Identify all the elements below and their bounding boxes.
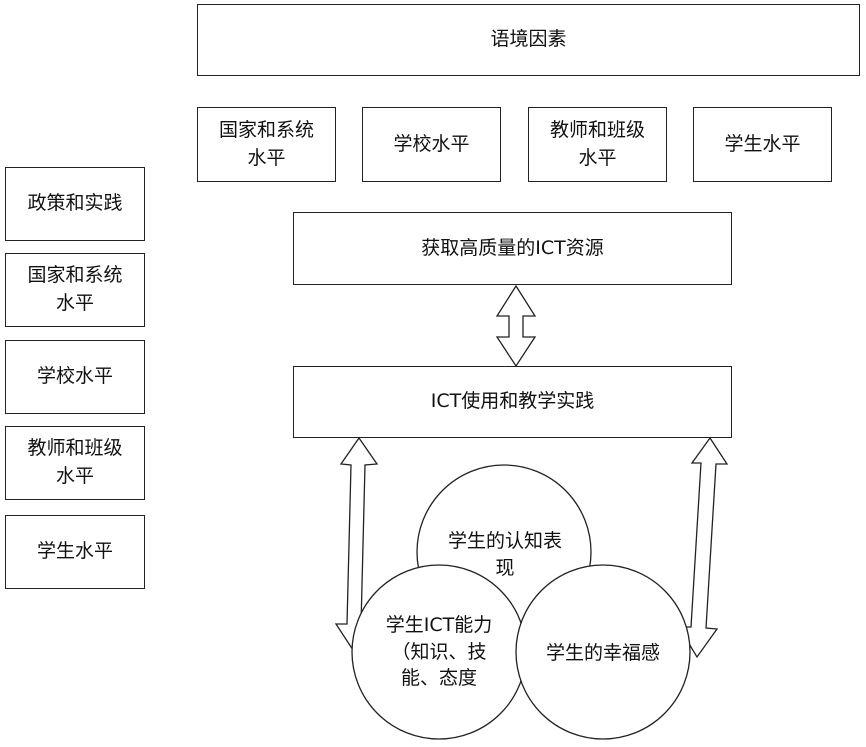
top-level-national-line1: 国家和系统 [218,118,314,141]
top-level-school-box: 学校水平 [362,107,501,182]
top-level-teacher-line2: 水平 [578,146,617,169]
sidebar-national-line1: 国家和系统 [27,264,123,287]
competence-line3: 能、态度 [400,667,477,690]
double-arrow-resources-use [495,284,537,368]
top-level-teacher-box: 教师和班级 水平 [528,107,667,182]
cognitive-line1: 学生的认知表 [447,530,562,552]
top-level-national-line2: 水平 [247,146,286,169]
sidebar-school-box: 学校水平 [5,340,145,414]
competence-line1: 学生ICT能力 [385,614,493,636]
sidebar-policy-line1: 政策和实践 [27,192,123,215]
sidebar-policy-box: 政策和实践 [5,167,145,241]
circle-wellbeing [515,564,691,740]
context-factors-box: 语境因素 [197,4,860,76]
sidebar-student-box: 学生水平 [5,515,145,589]
top-level-student-line1: 学生水平 [724,132,801,155]
sidebar-school-line1: 学校水平 [36,365,113,388]
competence-line2: （知识、技 [391,640,487,663]
cognitive-line2: 现 [495,556,515,579]
ict-use-box: ICT使用和教学实践 [293,366,732,438]
sidebar-teacher-line2: 水平 [55,465,94,487]
wellbeing-label: 学生的幸福感 [545,642,660,664]
top-level-teacher-line1: 教师和班级 [549,118,645,141]
top-level-national-box: 国家和系统 水平 [197,107,336,182]
ict-resources-label: 获取高质量的ICT资源 [421,236,604,259]
wellbeing-text: 学生的幸福感 [533,640,673,667]
sidebar-national-line2: 水平 [55,292,94,314]
ict-use-label: ICT使用和教学实践 [430,390,595,413]
sidebar-national-box: 国家和系统 水平 [5,253,145,327]
sidebar-student-line1: 学生水平 [36,540,113,563]
cognitive-text: 学生的认知表 现 [430,528,580,581]
ict-resources-box: 获取高质量的ICT资源 [293,212,732,285]
sidebar-teacher-box: 教师和班级 水平 [5,426,145,500]
sidebar-teacher-line1: 教师和班级 [27,437,123,460]
top-level-student-box: 学生水平 [693,107,832,182]
competence-text: 学生ICT能力 （知识、技 能、态度 [369,612,509,692]
double-arrow-right [677,436,729,659]
top-level-school-line1: 学校水平 [393,132,470,155]
context-factors-label: 语境因素 [490,28,567,51]
